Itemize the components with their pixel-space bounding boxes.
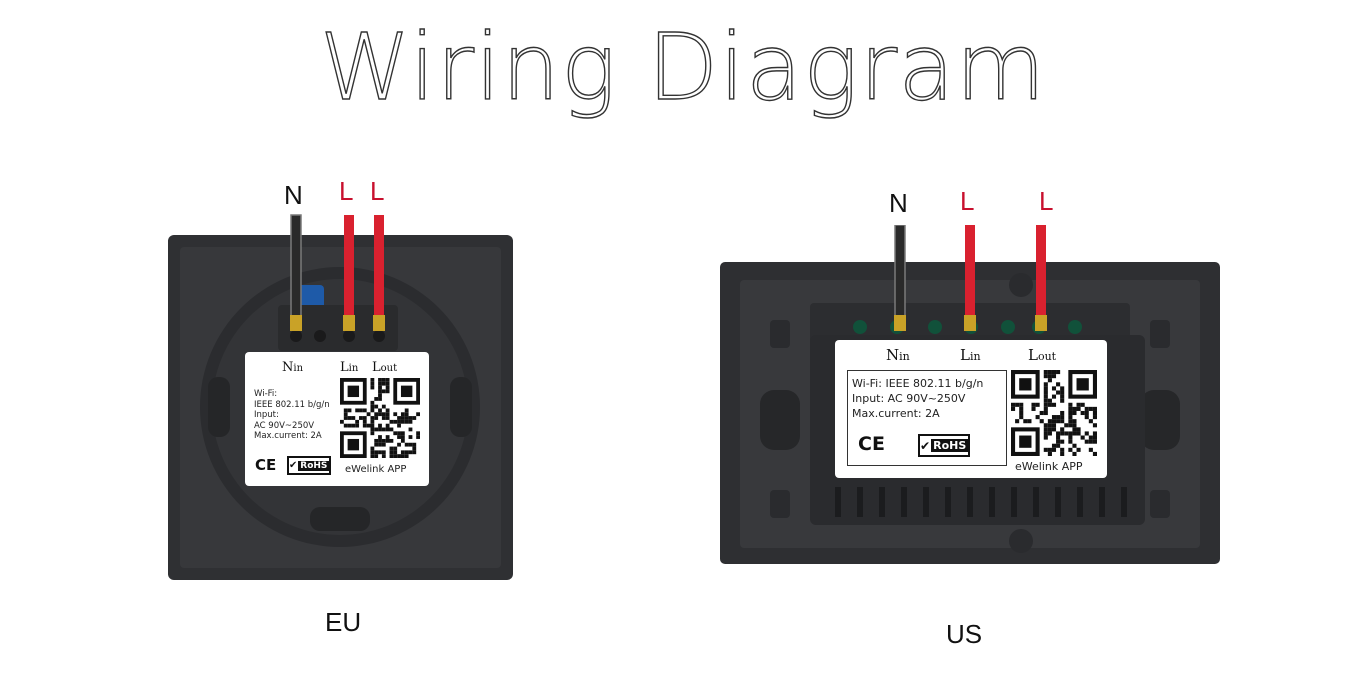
us-terminal-label-lout: Lout (1028, 346, 1057, 364)
us-spec-sticker: Nin Lin Lout Wi-Fi: IEEE 802.11 b/g/n In… (835, 340, 1107, 478)
eu-app-label: eWelink APP (345, 464, 407, 475)
eu-live-out-wire (374, 215, 384, 325)
check-icon: ✔ (920, 438, 931, 453)
us-app-label: eWelink APP (1015, 460, 1083, 473)
eu-wire-label-n: N (284, 180, 303, 210)
us-terminal-label-nin: Nin (886, 346, 910, 364)
us-ce-mark: CE (858, 433, 885, 455)
us-wire-label-l-out: L (1039, 186, 1054, 216)
eu-spec-text: Wi-Fi: IEEE 802.11 b/g/n Input: AC 90V~2… (254, 389, 330, 441)
eu-wire-label-l-out: L (370, 176, 385, 206)
us-live-out-wire (1036, 225, 1046, 325)
check-icon: ✔ (289, 460, 298, 471)
eu-rohs-mark: ✔ RoHS (287, 456, 332, 475)
eu-wire-label-l-in: L (339, 176, 354, 206)
page-title: Wiring Diagram (319, 14, 1047, 121)
eu-spec-sticker: Nin Lin Lout Wi-Fi: IEEE 802.11 b/g/n In… (245, 352, 429, 486)
us-live-in-wire (965, 225, 975, 325)
us-spec-text: Wi-Fi: IEEE 802.11 b/g/n Input: AC 90V~2… (852, 377, 984, 420)
eu-terminal-label-lin: Lin (340, 360, 359, 375)
eu-live-in-wire (344, 215, 354, 325)
us-neutral-wire (894, 225, 906, 326)
us-wire-label-n: N (889, 188, 908, 218)
eu-terminal-label-nin: Nin (282, 360, 304, 375)
eu-ce-mark: CE (255, 456, 277, 474)
us-terminal-label-lin: Lin (960, 346, 981, 364)
us-wire-label-l-in: L (960, 186, 975, 216)
eu-neutral-wire (290, 214, 302, 326)
us-spec-box: Wi-Fi: IEEE 802.11 b/g/n Input: AC 90V~2… (847, 370, 1007, 466)
us-qr-code (1011, 370, 1097, 456)
eu-terminal-label-lout: Lout (372, 360, 398, 375)
us-region-label: US (946, 619, 983, 649)
us-rohs-mark: ✔ RoHS (918, 434, 971, 457)
eu-qr-code (340, 378, 420, 458)
eu-region-label: EU (325, 607, 362, 637)
